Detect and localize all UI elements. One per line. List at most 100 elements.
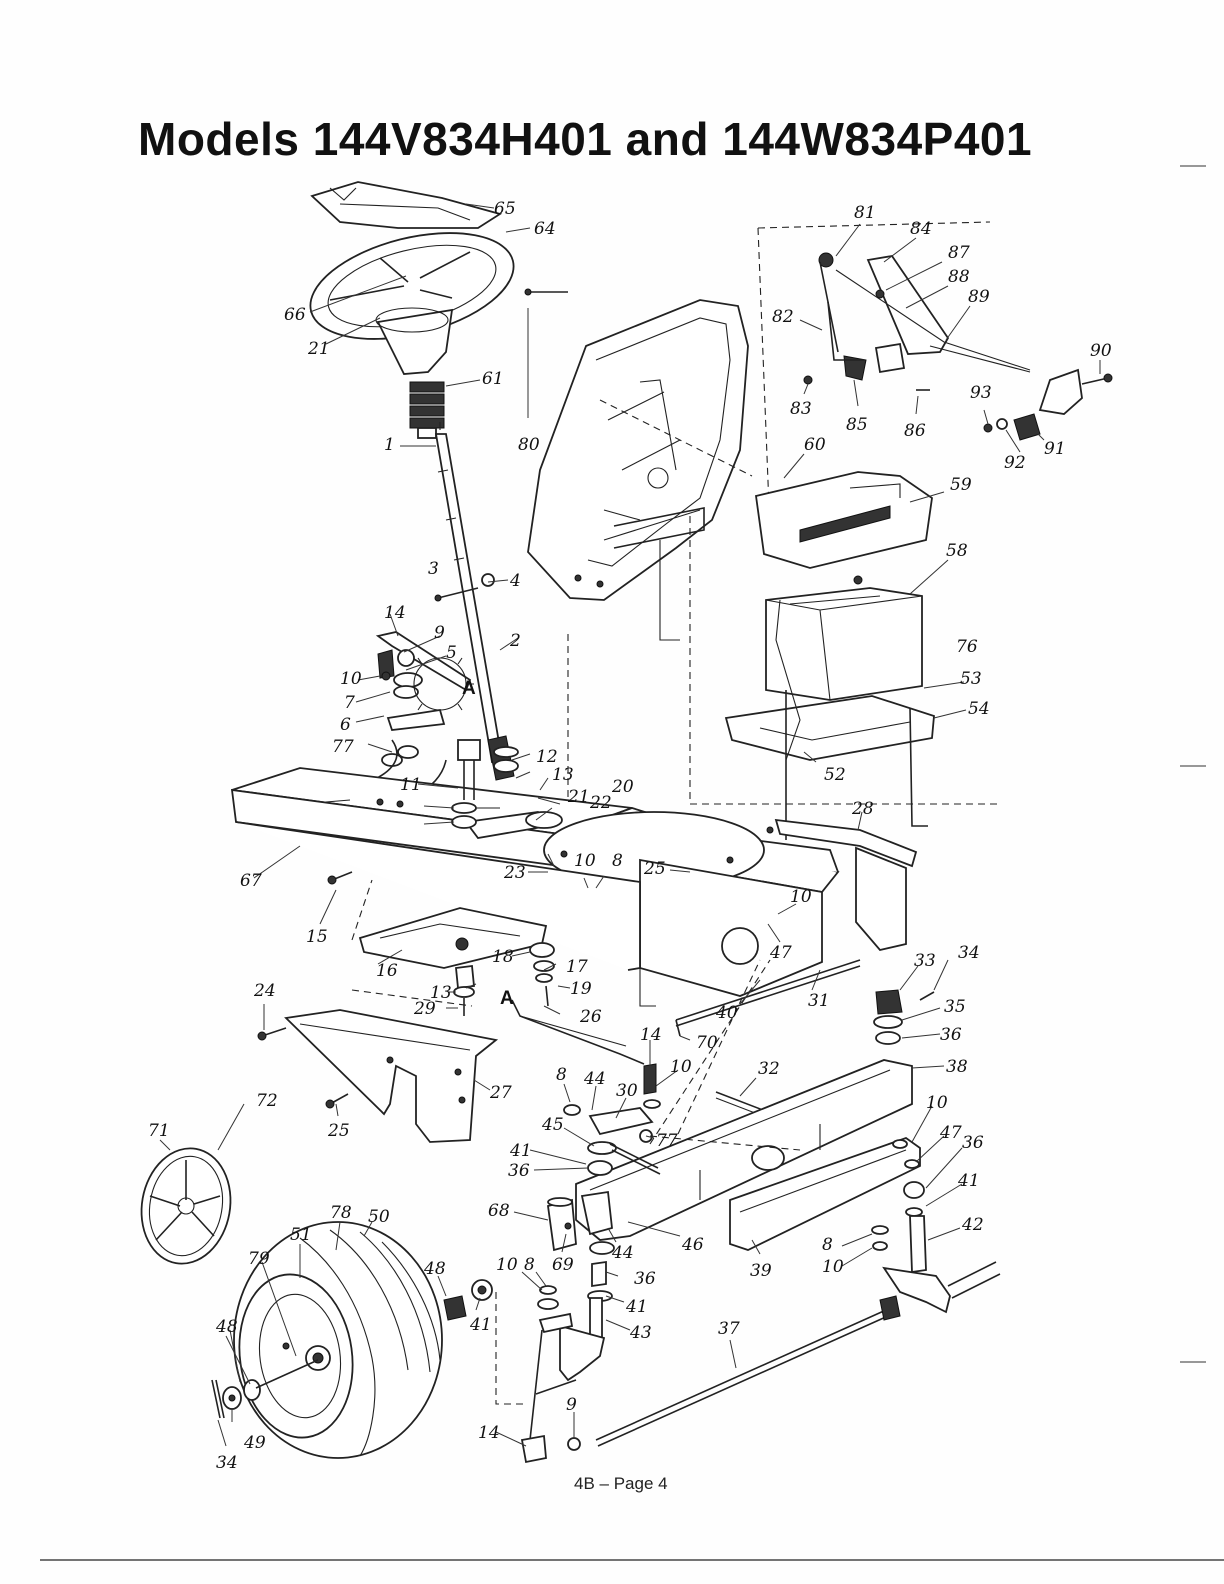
part-label: 8 [612, 851, 623, 871]
part-label: 36 [508, 1161, 530, 1181]
part-label: 17 [566, 957, 588, 977]
tie-rod-37 [595, 1295, 901, 1447]
spindle-cap-68 [546, 1197, 577, 1252]
part-label: 2 [509, 631, 521, 651]
part-label: 39 [750, 1261, 772, 1281]
pivot-rod-31 [675, 959, 861, 1037]
part-label: 1 [384, 435, 395, 455]
part-label: 92 [1004, 453, 1026, 473]
part-label: 51 [290, 1225, 312, 1245]
part-label: 78 [330, 1203, 352, 1223]
part-label: 44 [583, 1069, 606, 1089]
part-label: 48 [215, 1317, 238, 1337]
part-label: 70 [696, 1033, 718, 1053]
part-label: 59 [950, 475, 972, 495]
part-label: 47 [769, 943, 792, 963]
steering-wheel [309, 232, 515, 375]
battery [765, 575, 923, 701]
part-label: 80 [518, 435, 540, 455]
steering-arm-30 [563, 1063, 661, 1175]
shaft-bolt-3 [434, 587, 479, 602]
part-label: 91 [1044, 439, 1066, 459]
cable-bracket-90 [983, 368, 1113, 441]
spacer-stack-18 [529, 942, 555, 1007]
part-number-labels: 65 64 66 21 61 1 80 3 4 14 9 5 10 7 6 77… [148, 199, 1112, 1473]
part-label: 8 [524, 1255, 535, 1275]
part-label: 42 [961, 1215, 984, 1235]
frame-bolt-15 [327, 871, 353, 885]
part-label: 23 [503, 863, 526, 883]
part-label: 30 [616, 1081, 638, 1101]
part-label: 40 [715, 1003, 738, 1023]
part-label: 10 [574, 851, 596, 871]
throttle-assembly [803, 252, 1031, 391]
part-label: 48 [423, 1259, 446, 1279]
part-label: 67 [240, 871, 262, 891]
part-label: 77 [656, 1131, 678, 1151]
part-label: 8 [556, 1065, 567, 1085]
part-label: 79 [248, 1249, 270, 1269]
part-label: 77 [332, 737, 354, 757]
steering-shaft [434, 422, 515, 781]
seat-bracket [613, 507, 705, 641]
part-label: 22 [589, 793, 612, 813]
part-label: 14 [640, 1025, 662, 1045]
view-mark-a-lower: A [500, 988, 514, 1009]
part-label: 9 [566, 1395, 577, 1415]
part-label: 49 [243, 1433, 266, 1453]
part-label: 15 [306, 927, 328, 947]
part-label: 6 [340, 715, 351, 735]
part-label: 38 [946, 1057, 968, 1077]
part-label: 27 [489, 1083, 512, 1103]
part-label: 32 [758, 1059, 780, 1079]
sector-gear-bracket [451, 739, 563, 839]
part-label: 84 [910, 219, 932, 239]
page-title: Models 144V834H401 and 144W834P401 [138, 113, 1033, 165]
part-label: 45 [541, 1115, 564, 1135]
part-label: 13 [430, 983, 452, 1003]
wheel-hardware [211, 1279, 493, 1419]
battery-cover [754, 471, 933, 569]
part-label: 52 [824, 765, 846, 785]
part-label: 90 [1090, 341, 1112, 361]
part-label: 89 [968, 287, 990, 307]
leader-lines [159, 203, 1101, 1447]
part-label: 10 [926, 1093, 948, 1113]
battery-tray [724, 599, 935, 840]
part-label: 83 [790, 399, 812, 419]
part-label: 14 [478, 1423, 500, 1443]
spacer-stack-13 [453, 964, 475, 1016]
part-label: 20 [611, 777, 634, 797]
part-label: 93 [970, 383, 992, 403]
part-label: 69 [552, 1255, 574, 1275]
hubcap-71 [140, 1147, 232, 1265]
part-label: 12 [536, 747, 558, 767]
part-label: 47 [939, 1123, 962, 1143]
part-label: 10 [670, 1057, 692, 1077]
part-label: 50 [368, 1207, 390, 1227]
axle-pivot-stack-33 [873, 989, 935, 1045]
shaft-nut-4 [481, 573, 495, 587]
part-label: 36 [962, 1133, 984, 1153]
part-label: 16 [376, 961, 398, 981]
frame-bracket-28 [774, 818, 918, 951]
part-label: 35 [944, 997, 966, 1017]
part-label: 8 [822, 1235, 833, 1255]
axle-support-39 [729, 1136, 921, 1251]
part-label: 58 [946, 541, 968, 561]
part-label: 28 [851, 799, 874, 819]
part-label: 76 [956, 637, 978, 657]
part-label: 13 [552, 765, 574, 785]
steering-gear-assembly: A [299, 631, 476, 807]
part-label: 3 [428, 559, 439, 579]
part-label: 18 [492, 947, 514, 967]
page-footer: 4B – Page 4 [574, 1474, 668, 1493]
part-label: 14 [384, 603, 406, 623]
part-label: 31 [808, 991, 830, 1011]
part-label: 60 [804, 435, 826, 455]
part-label: 21 [307, 339, 330, 359]
part-label: 19 [570, 979, 592, 999]
part-label: 4 [509, 571, 521, 591]
